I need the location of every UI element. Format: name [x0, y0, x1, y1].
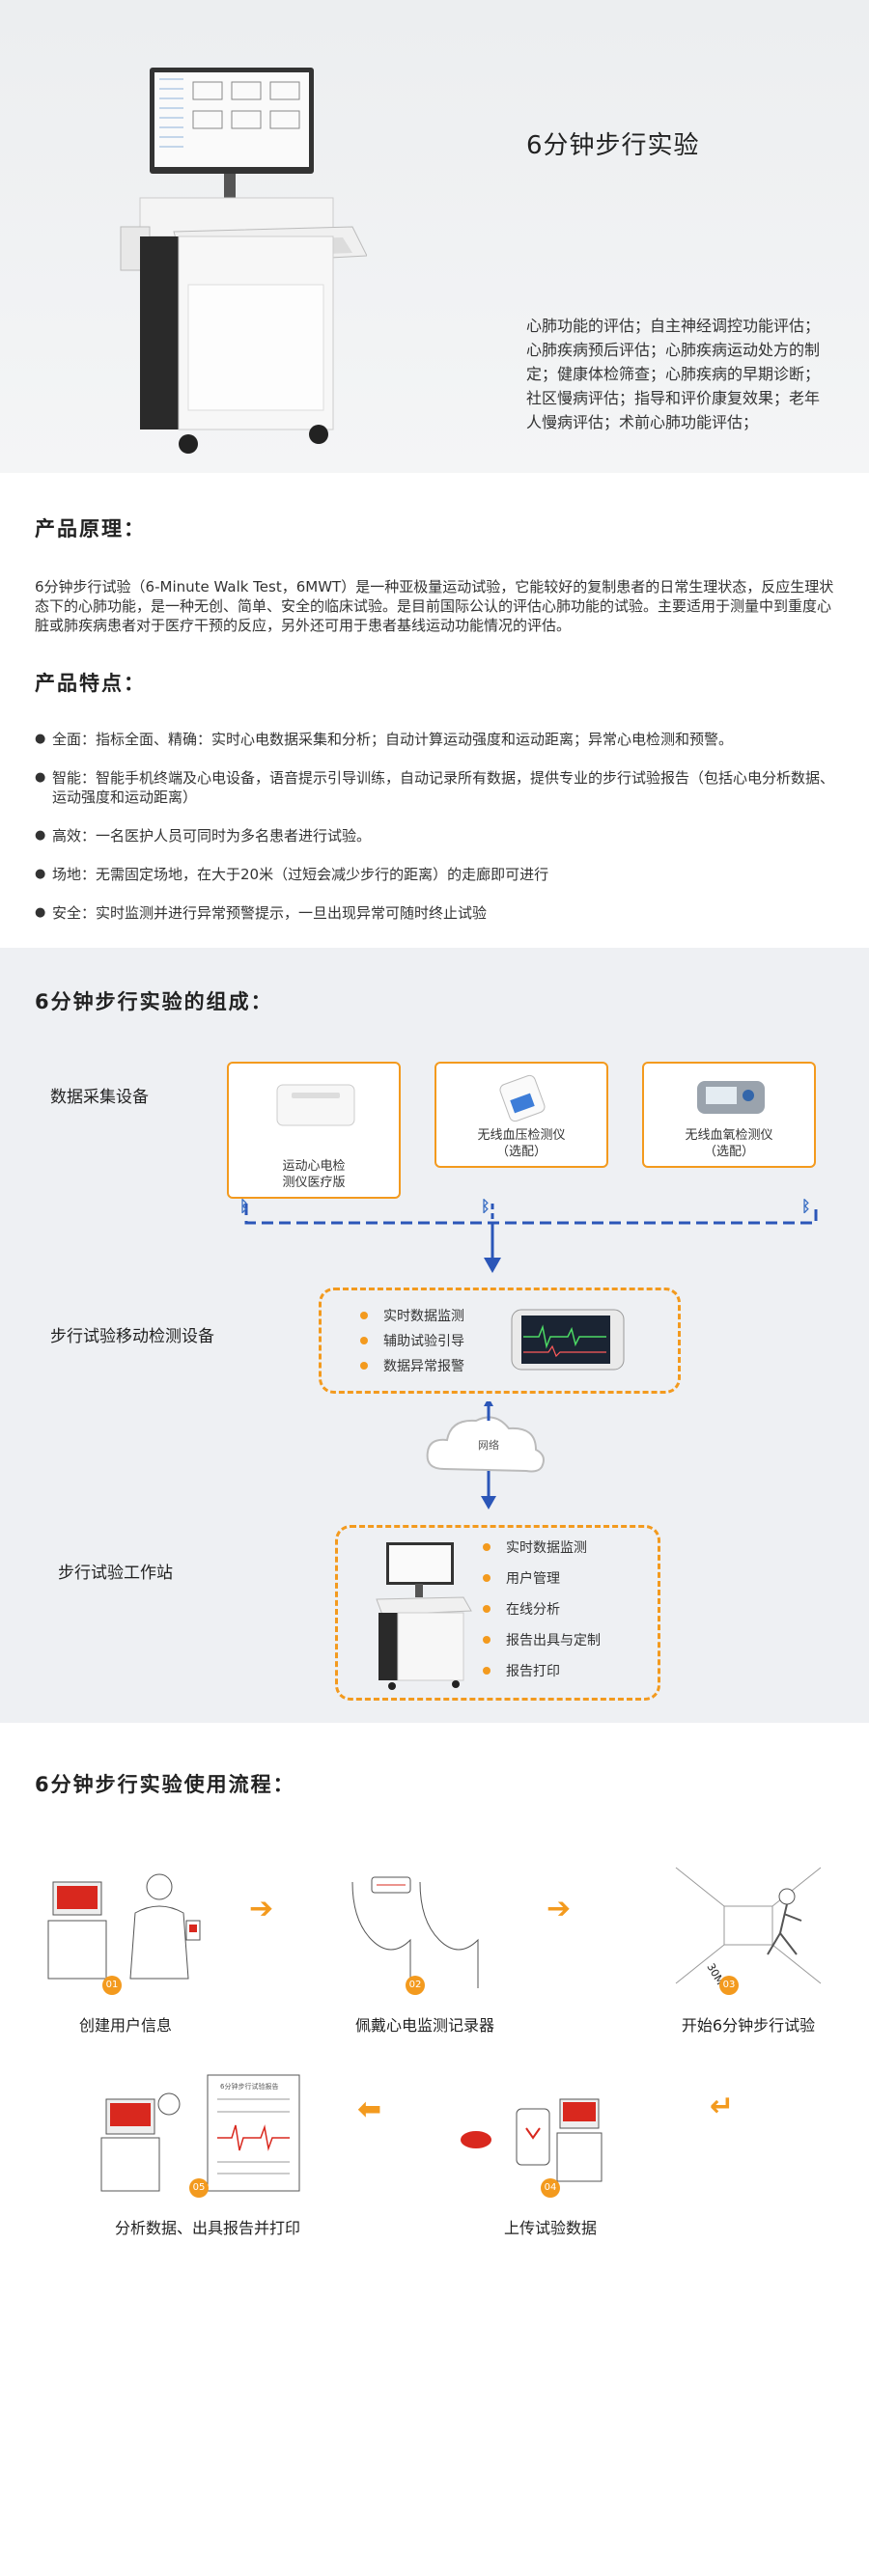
oximeter-icon — [697, 1081, 765, 1114]
bluetooth-icon: ᛒ — [239, 1197, 249, 1215]
hero-description: 心肺功能的评估；自主神经调控功能评估；心肺疾病预后评估；心肺疾病运动处方的制定；… — [526, 317, 821, 431]
bullet-dot-icon — [360, 1337, 368, 1344]
feature-item: ●场地：无需固定场地，在大于20米（过短会减少步行的距离）的走廊即可进行 — [35, 866, 549, 883]
mobile-label: 步行试验移动检测设备 — [50, 1327, 214, 1346]
hero-banner: 6分钟步行实验 心肺功能的评估；自主神经调控功能评估；心肺疾病预后评估；心肺疾病… — [0, 0, 869, 473]
bullet-dot-icon — [483, 1574, 491, 1582]
step1-illustration — [47, 1873, 201, 1980]
process-heading: 6分钟步行实验使用流程： — [35, 1773, 295, 1796]
bullet-dot-icon — [483, 1543, 491, 1551]
principle-heading: 产品原理： — [35, 517, 146, 540]
bp-monitor-icon — [499, 1074, 546, 1122]
arrow-left-icon: ⬅ — [357, 2092, 382, 2126]
mobile-device-box: 实时数据监测 辅助试验引导 数据异常报警 — [319, 1288, 681, 1394]
process-section: 6分钟步行实验使用流程： 01 创建用户信息 ➔ 02 佩戴心电监测记录器 ➔ … — [0, 1723, 869, 2533]
bluetooth-connector — [244, 1204, 818, 1273]
bullet-dot-icon: ● — [35, 828, 46, 843]
feature-item: ●高效：一名医护人员可同时为多名患者进行试验。 — [35, 827, 372, 845]
device-spo2: 无线血氧检测仪（选配） — [642, 1062, 816, 1168]
feature-item: ●智能：智能手机终端及心电设备，语音提示引导训练，自动记录所有数据，提供专业的步… — [35, 769, 835, 806]
step-label: 上传试验数据 — [503, 2219, 597, 2237]
hero-title: 6分钟步行实验 — [526, 131, 700, 160]
step-number-badge: 01 — [102, 1976, 122, 1995]
arrow-right-icon: ➔ — [249, 1892, 274, 1925]
step-label: 分析数据、出具报告并打印 — [114, 2219, 300, 2237]
step-number-badge: 05 — [189, 2178, 209, 2198]
bullet-dot-icon — [360, 1312, 368, 1319]
step-number-badge: 02 — [406, 1976, 425, 1995]
smartphone-icon — [511, 1309, 625, 1371]
network-label: 网络 — [478, 1439, 499, 1452]
cloud-network-icon — [426, 1401, 545, 1510]
workstation-label: 步行试验工作站 — [58, 1564, 173, 1583]
bluetooth-icon: ᛒ — [801, 1197, 811, 1215]
workstation-cart-image — [120, 68, 367, 454]
bullet-dot-icon: ● — [35, 770, 46, 785]
device-ecg: 运动心电检测仪医疗版 — [227, 1062, 401, 1199]
bullet-dot-icon: ● — [35, 905, 46, 920]
step4-illustration — [461, 2098, 603, 2182]
features-heading: 产品特点： — [35, 672, 146, 695]
acquisition-label: 数据采集设备 — [50, 1088, 149, 1107]
feature-item: ●全面：指标全面、精确：实时心电数据采集和分析；自动计算运动强度和运动距离；异常… — [35, 731, 734, 748]
report-title: 6分钟步行试验报告 — [220, 2082, 278, 2091]
bullet-dot-icon — [483, 1605, 491, 1613]
step-label: 创建用户信息 — [78, 2016, 172, 2035]
step-label: 佩戴心电监测记录器 — [354, 2016, 494, 2035]
step-label: 开始6分钟步行试验 — [681, 2016, 816, 2035]
step-number-badge: 03 — [719, 1976, 739, 1995]
step-number-badge: 04 — [541, 2178, 560, 2198]
feature-item: ●安全：实时监测并进行异常预警提示，一旦出现异常可随时终止试验 — [35, 904, 488, 922]
bullet-dot-icon: ● — [35, 732, 46, 746]
composition-section: 6分钟步行实验的组成： 数据采集设备 运动心电检测仪医疗版 无线血压检测仪（选配… — [0, 948, 869, 1723]
workstation-box: 实时数据监测 用户管理 在线分析 报告出具与定制 报告打印 — [335, 1525, 660, 1701]
bluetooth-icon: ᛒ — [481, 1197, 491, 1215]
bullet-dot-icon — [360, 1362, 368, 1370]
bullet-dot-icon: ● — [35, 867, 46, 881]
step3-illustration: 30M — [675, 1867, 822, 1987]
device-bp: 无线血压检测仪（选配） — [434, 1062, 608, 1168]
step2-illustration — [351, 1876, 479, 1988]
arrow-right-icon: ➔ — [547, 1892, 572, 1925]
principle-section: 产品原理： 6分钟步行试验（6-Minute Walk Test，6MWT）是一… — [0, 473, 869, 923]
ecg-device-icon — [276, 1084, 355, 1126]
bullet-dot-icon — [483, 1667, 491, 1675]
features-list: ●全面：指标全面、精确：实时心电数据采集和分析；自动计算运动强度和运动距离；异常… — [35, 730, 834, 923]
step5-illustration: 6分钟步行试验报告 — [100, 2074, 300, 2192]
arrow-return-icon: ↵ — [710, 2090, 735, 2123]
workstation-cart-icon — [376, 1542, 472, 1690]
principle-text: 6分钟步行试验（6-Minute Walk Test，6MWT）是一种亚极量运动… — [35, 578, 834, 634]
bullet-dot-icon — [483, 1636, 491, 1644]
composition-heading: 6分钟步行实验的组成： — [35, 990, 273, 1013]
